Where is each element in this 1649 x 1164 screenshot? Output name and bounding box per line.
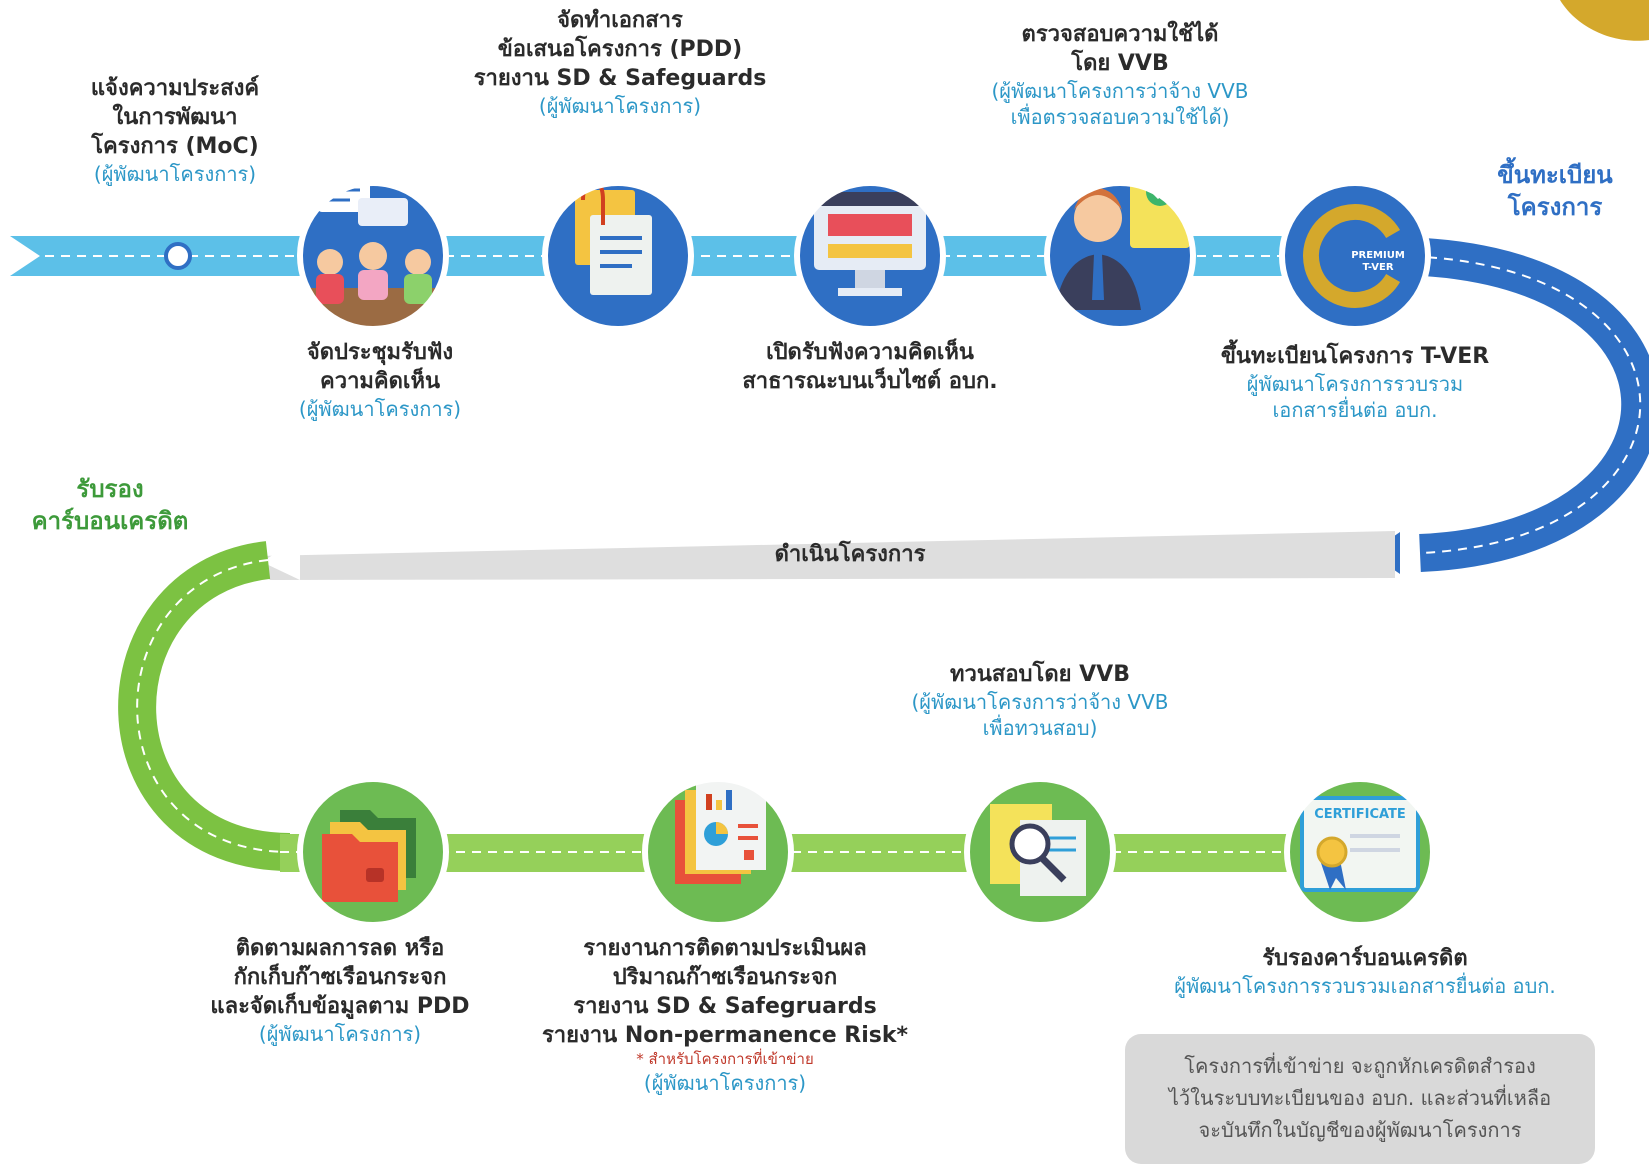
step-pdd-title-2: ข้อเสนอโครงการ (PDD) (497, 37, 743, 63)
step-moc-title-3: โครงการ (MoC) (91, 134, 259, 160)
step-reporting-footnote: * สำหรับโครงการที่เข้าข่าย (636, 1050, 814, 1069)
step-certification-title: รับรองคาร์บอนเครดิต (1262, 946, 1468, 971)
step-monitoring: ติดตามผลการลด หรือ กักเก็บก๊าซเรือนกระจก… (185, 934, 495, 1047)
side-label-certify-2: คาร์บอนเครดิต (31, 506, 189, 535)
step-monitoring-title-3: และจัดเก็บข้อมูลตาม PDD (210, 994, 470, 1020)
step-validation-title-2: โดย VVB (1071, 51, 1169, 77)
step-verification: ทวนสอบโดย VVB (ผู้พัฒนาโครงการว่าจ้าง VV… (870, 660, 1210, 742)
step-pdd-subtitle: (ผู้พัฒนาโครงการ) (538, 94, 702, 119)
certificate-label: CERTIFICATE (1314, 807, 1406, 822)
step-hearing-title-2: ความคิดเห็น (320, 369, 440, 395)
step-pdd-title-1: จัดทำเอกสาร (557, 8, 683, 33)
step-pdd-title-3: รายงาน SD & Safeguards (473, 66, 767, 92)
folders-icon (300, 779, 446, 925)
website-monitor-icon (797, 183, 943, 329)
premium-tver-logo-icon: PREMIUM T-VER (1282, 183, 1428, 329)
step-validation-subtitle-2: เพื่อตรวจสอบความใช้ได้) (1010, 105, 1230, 130)
reserve-note-line-3: จะบันทึกในบัญชีของผู้พัฒนาโครงการ (1198, 1118, 1522, 1142)
process-band-arrow (262, 537, 300, 580)
step-registration-title: ขึ้นทะเบียนโครงการ T-VER (1220, 344, 1490, 369)
reserve-note-line-2: ไว้ในระบบทะเบียนของ อบก. และส่วนที่เหลือ (1168, 1086, 1552, 1110)
step-monitoring-title-2: กักเก็บก๊าซเรือนกระจก (233, 965, 447, 991)
step-pdd: จัดทำเอกสาร ข้อเสนอโครงการ (PDD) รายงาน … (470, 6, 770, 119)
step-verification-title: ทวนสอบโดย VVB (950, 662, 1130, 687)
step-reporting-title-4: รายงาน Non-permanence Risk* (541, 1023, 909, 1049)
step-public-comment: เปิดรับฟังความคิดเห็น สาธารณะบนเว็บไซต์ … (700, 338, 1040, 396)
side-label-register-2: โครงการ (1507, 192, 1603, 221)
step-reporting-subtitle: (ผู้พัฒนาโครงการ) (643, 1070, 807, 1095)
step-validation-subtitle-1: (ผู้พัฒนาโครงการว่าจ้าง VVB (991, 79, 1249, 104)
step-verification-subtitle-2: เพื่อทวนสอบ) (982, 716, 1098, 741)
process-band (258, 531, 1395, 580)
verification-magnifier-icon (967, 779, 1113, 925)
step-hearing-subtitle: (ผู้พัฒนาโครงการ) (298, 397, 462, 422)
logo-text-line-2: T-VER (1362, 262, 1393, 273)
document-clip-icon (545, 183, 691, 329)
step-certification-subtitle: ผู้พัฒนาโครงการรวบรวมเอกสารยื่นต่อ อบก. (1174, 974, 1556, 999)
side-label-certify-1: รับรอง (76, 475, 144, 503)
step-moc-title-1: แจ้งความประสงค์ (90, 76, 260, 101)
step-registration-subtitle-2: เอกสารยื่นต่อ อบก. (1272, 398, 1438, 423)
step-registration: ขึ้นทะเบียนโครงการ T-VER ผู้พัฒนาโครงการ… (1190, 342, 1520, 424)
report-charts-icon (645, 779, 791, 925)
bottom-timeline-road (280, 834, 1390, 872)
step-moc-title-2: ในการพัฒนา (112, 105, 238, 131)
reserve-note: โครงการที่เข้าข่าย จะถูกหักเครดิตสำรอง ไ… (1125, 1034, 1595, 1164)
logo-text-line-1: PREMIUM (1351, 250, 1405, 261)
step-public-comment-title-2: สาธารณะบนเว็บไซต์ อบก. (742, 369, 998, 395)
step-reporting-title-1: รายงานการติดตามประเมินผล (583, 936, 867, 961)
step-validation-title-1: ตรวจสอบความใช้ได้ (1021, 22, 1219, 47)
certificate-icon: CERTIFICATE (1287, 779, 1433, 925)
left-curve-road (118, 541, 291, 871)
step-moc: แจ้งความประสงค์ ในการพัฒนา โครงการ (MoC)… (60, 74, 290, 187)
side-label-register-1: ขึ้นทะเบียน (1497, 161, 1613, 189)
step-validation: ตรวจสอบความใช้ได้ โดย VVB (ผู้พัฒนาโครงก… (960, 20, 1280, 131)
side-label-certify: รับรอง คาร์บอนเครดิต (10, 474, 210, 537)
gold-corner-decoration (1560, 0, 1649, 41)
step-hearing: จัดประชุมรับฟัง ความคิดเห็น (ผู้พัฒนาโคร… (250, 338, 510, 422)
start-marker (164, 242, 192, 270)
step-verification-subtitle-1: (ผู้พัฒนาโครงการว่าจ้าง VVB (911, 690, 1169, 715)
step-certification: รับรองคาร์บอนเครดิต ผู้พัฒนาโครงการรวบรว… (1135, 944, 1595, 999)
step-monitoring-subtitle: (ผู้พัฒนาโครงการ) (258, 1022, 422, 1047)
step-reporting: รายงานการติดตามประเมินผล ปริมาณก๊าซเรือน… (525, 934, 925, 1096)
step-reporting-title-3: รายงาน SD & Safegruards (573, 994, 877, 1020)
side-label-register: ขึ้นทะเบียน โครงการ (1475, 160, 1635, 223)
step-hearing-title-1: จัดประชุมรับฟัง (306, 340, 454, 365)
band-label-text: ดำเนินโครงการ (774, 542, 926, 567)
step-moc-subtitle: (ผู้พัฒนาโครงการ) (93, 162, 257, 187)
step-registration-subtitle-1: ผู้พัฒนาโครงการรวบรวม (1246, 372, 1464, 397)
reserve-note-line-1: โครงการที่เข้าข่าย จะถูกหักเครดิตสำรอง (1184, 1054, 1536, 1078)
step-monitoring-title-1: ติดตามผลการลด หรือ (235, 936, 445, 961)
step-reporting-title-2: ปริมาณก๊าซเรือนกระจก (612, 965, 838, 991)
step-public-comment-title-1: เปิดรับฟังความคิดเห็น (766, 340, 974, 365)
band-label: ดำเนินโครงการ (700, 540, 1000, 569)
